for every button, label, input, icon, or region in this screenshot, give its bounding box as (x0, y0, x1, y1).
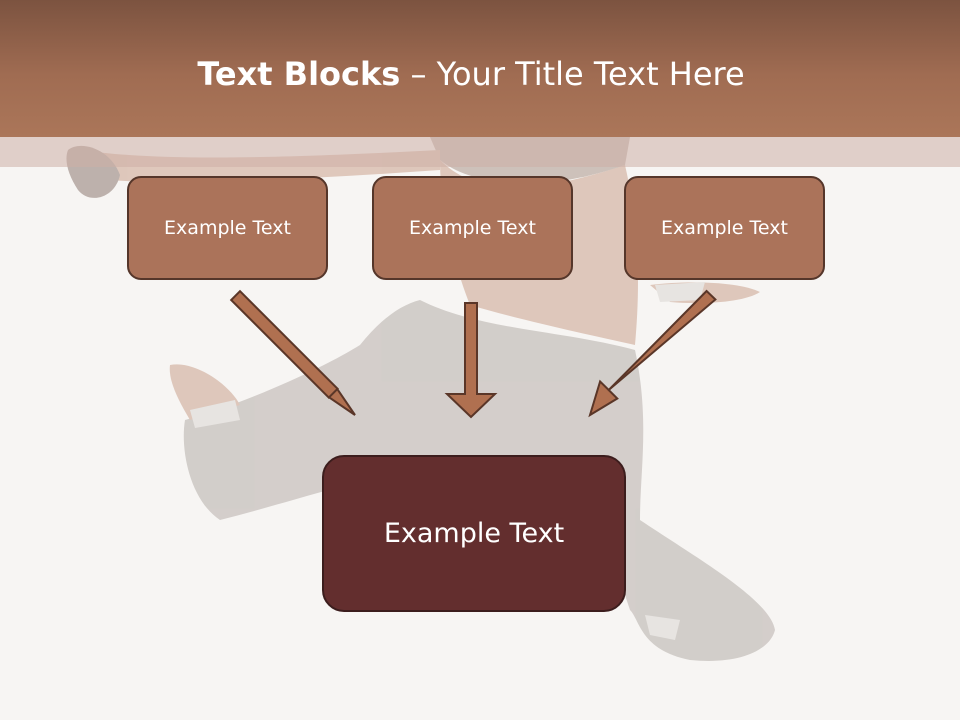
dancer-sock-right-shape (645, 615, 680, 640)
text-block-right-label: Example Text (661, 217, 788, 239)
text-block-main-label: Example Text (383, 518, 565, 549)
text-block-center[interactable]: Example Text (372, 176, 573, 280)
arrow-center[interactable] (444, 302, 498, 419)
text-block-left[interactable]: Example Text (127, 176, 328, 280)
text-block-center-label: Example Text (409, 217, 536, 239)
dancer-sock-shape (190, 400, 240, 428)
text-block-main[interactable]: Example Text (322, 455, 626, 612)
slide-title-dash: – (400, 55, 437, 93)
text-block-right[interactable]: Example Text (624, 176, 825, 280)
title-bar-strip (0, 137, 960, 167)
text-block-left-label: Example Text (164, 217, 291, 239)
slide-title[interactable]: Text Blocks – Your Title Text Here (0, 52, 942, 96)
dancer-wristband-right-shape (655, 282, 705, 302)
slide-title-rest: Your Title Text Here (436, 55, 745, 93)
arrow-left[interactable] (229, 289, 356, 416)
title-bar (0, 0, 960, 137)
slide-title-bold: Text Blocks (197, 55, 401, 93)
arrow-right[interactable] (588, 289, 717, 418)
